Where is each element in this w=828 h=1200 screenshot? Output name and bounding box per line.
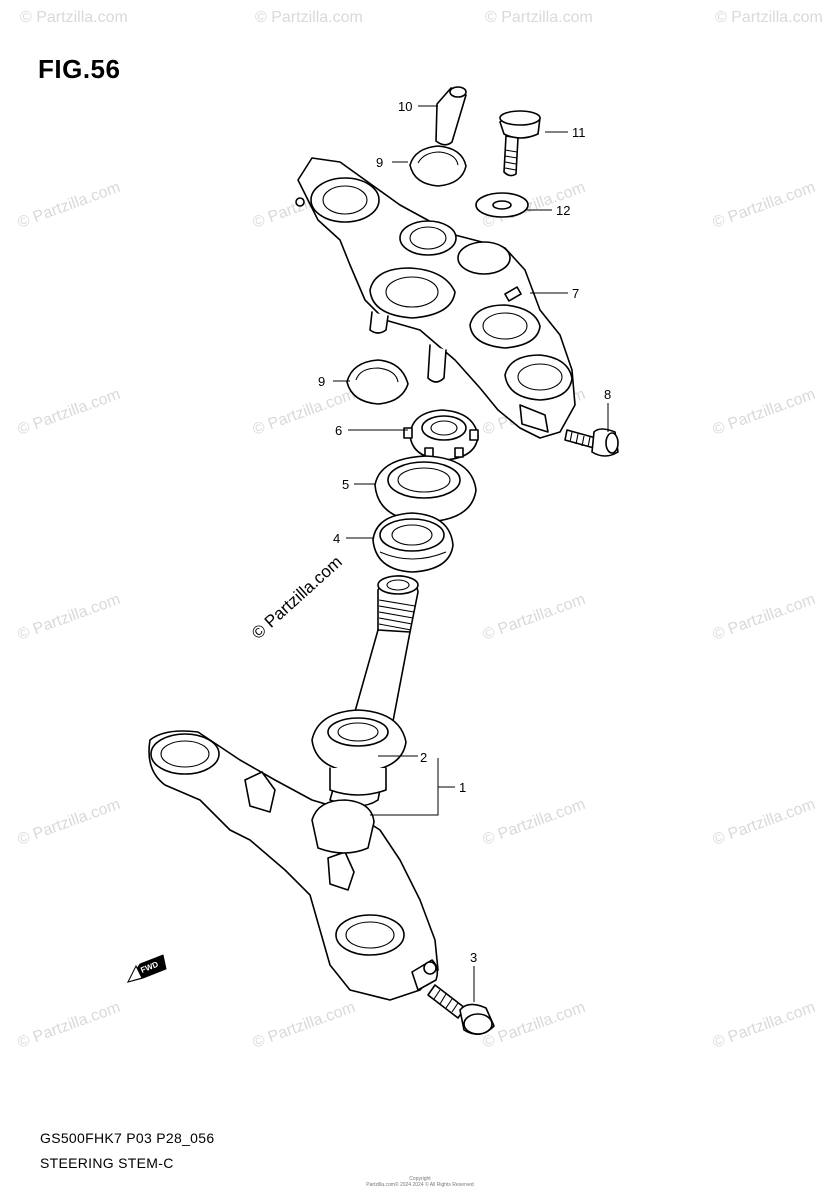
callout-10: 10 xyxy=(398,99,412,114)
fwd-direction-arrow: FWD xyxy=(126,954,167,983)
part-3-bolt xyxy=(427,984,495,1035)
callout-12: 12 xyxy=(556,203,570,218)
watermark: © Partzilla.com xyxy=(715,9,823,26)
figure-code: GS500FHK7 P03 P28_056 xyxy=(40,1130,215,1146)
watermark: © Partzilla.com xyxy=(711,386,818,439)
callout-9-mid: 9 xyxy=(318,374,325,389)
watermark: © Partzilla.com xyxy=(16,591,123,644)
part-9-cushion-top xyxy=(409,145,467,187)
figure-name: STEERING STEM-C xyxy=(40,1155,174,1171)
figure-title: FIG.56 xyxy=(38,54,121,84)
leader-lines xyxy=(333,105,609,1002)
watermark: © Partzilla.com xyxy=(16,179,123,232)
copyright-notice: Copyright Partzilla.com© 2024 2024 © All… xyxy=(350,1176,490,1188)
callout-4: 4 xyxy=(333,531,340,546)
part-5-dust-seal xyxy=(374,455,477,523)
callout-5: 5 xyxy=(342,477,349,492)
part-2-bearing-race xyxy=(311,709,407,796)
callouts: 10 11 9 12 7 9 8 6 5 4 2 1 3 xyxy=(318,99,611,965)
watermark: © Partzilla.com xyxy=(711,179,818,232)
watermark: © Partzilla.com xyxy=(485,9,593,26)
part-7-upper-bracket xyxy=(295,157,576,439)
part-4-bearing xyxy=(372,512,454,573)
callout-2: 2 xyxy=(420,750,427,765)
watermark: © Partzilla.com xyxy=(711,796,818,849)
watermark: © Partzilla.com xyxy=(481,999,588,1052)
watermark: © Partzilla.com xyxy=(481,796,588,849)
part-10-pin xyxy=(435,86,467,146)
watermark: © Partzilla.com xyxy=(16,796,123,849)
callout-8: 8 xyxy=(604,387,611,402)
part-6-stem-nut xyxy=(403,409,479,461)
part-11-bolt xyxy=(499,110,541,177)
watermark: © Partzilla.com xyxy=(481,591,588,644)
callout-9-top: 9 xyxy=(376,155,383,170)
part-12-washer xyxy=(475,192,529,218)
watermark: © Partzilla.com xyxy=(20,9,128,26)
watermark: © Partzilla.com xyxy=(711,999,818,1052)
watermark-center: © Partzilla.com xyxy=(248,552,346,643)
watermark: © Partzilla.com xyxy=(255,9,363,26)
callout-1: 1 xyxy=(459,780,466,795)
callout-11: 11 xyxy=(572,125,586,140)
watermark: © Partzilla.com xyxy=(711,591,818,644)
part-9-cushion-mid xyxy=(346,359,409,405)
callout-3: 3 xyxy=(470,950,477,965)
copyright-line-2: Partzilla.com© 2024 2024 © All Rights Re… xyxy=(366,1182,474,1188)
copyright-line-1: Copyright xyxy=(409,1176,431,1182)
watermark: © Partzilla.com xyxy=(16,999,123,1052)
watermark: © Partzilla.com xyxy=(16,386,123,439)
callout-6: 6 xyxy=(335,423,342,438)
watermark: © Partzilla.com xyxy=(251,999,358,1052)
part-8-bolt xyxy=(564,428,619,457)
part-1-steering-stem xyxy=(148,575,439,1001)
callout-7: 7 xyxy=(572,286,579,301)
